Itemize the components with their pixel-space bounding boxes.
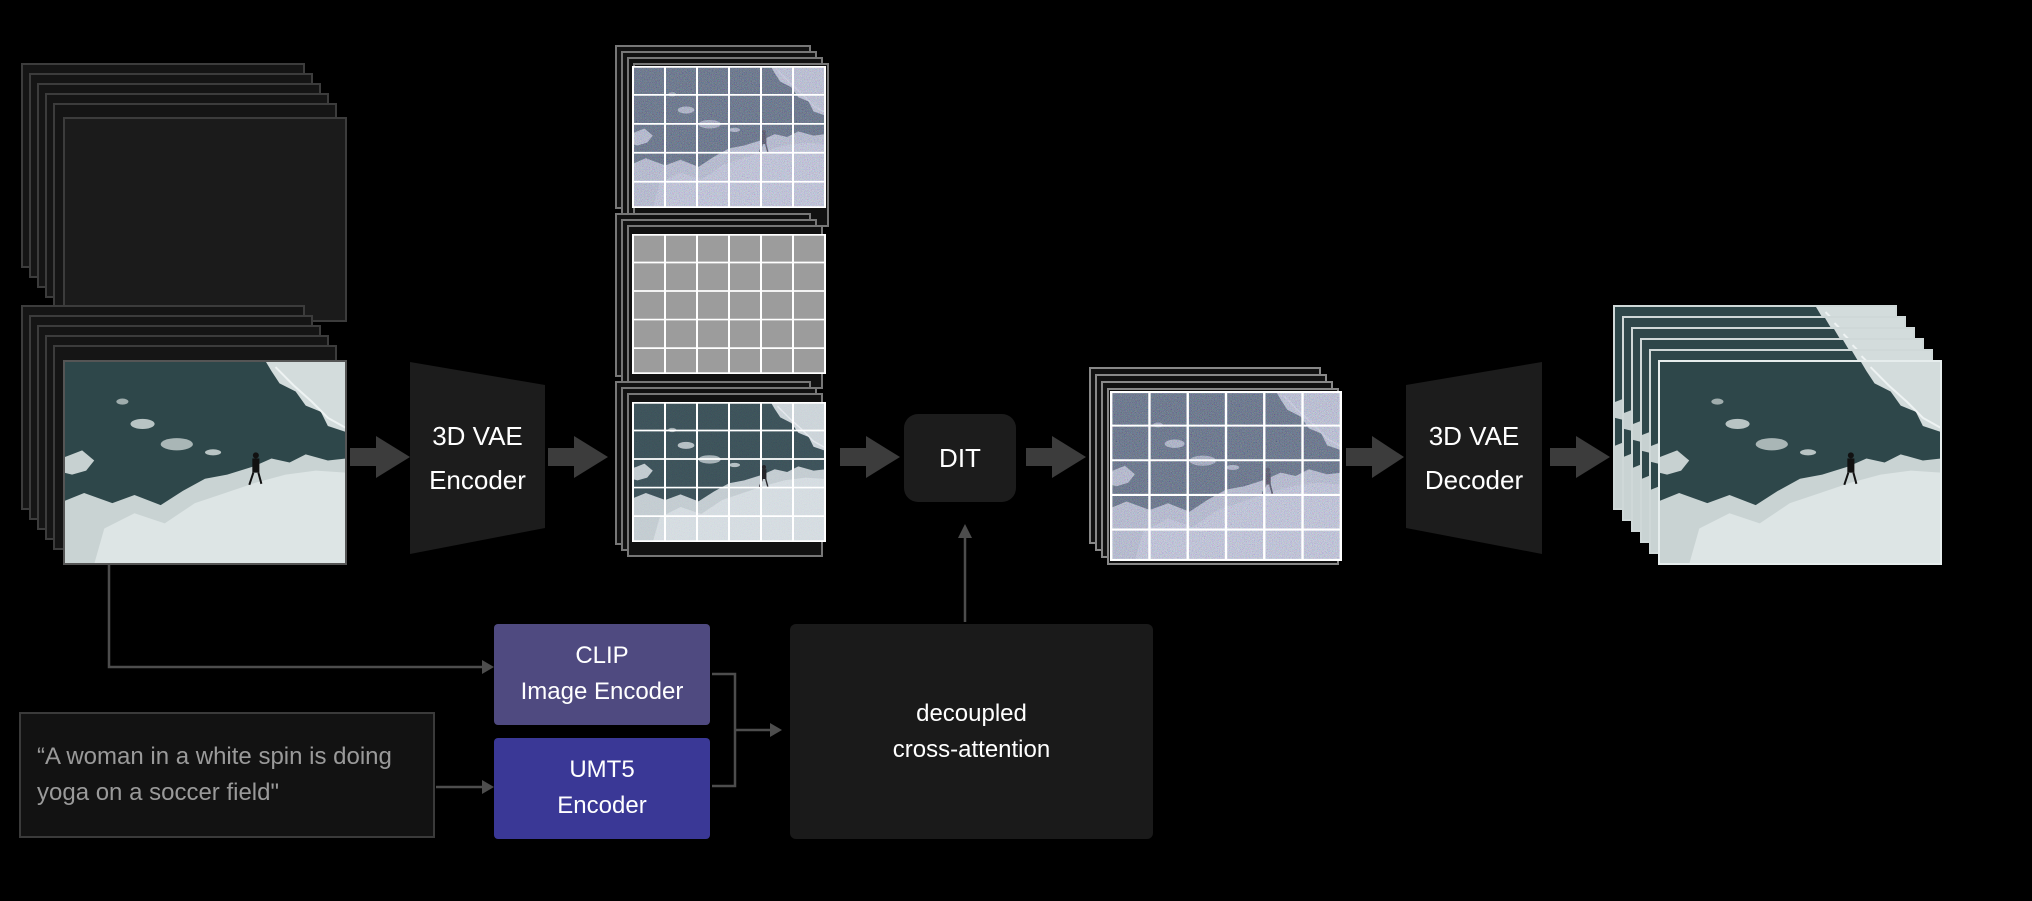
cross-attention-block xyxy=(790,624,1153,839)
masked-frames-stack xyxy=(21,63,347,322)
vae-decoder-label-line2: Decoder xyxy=(1424,465,1524,495)
clip-label-line2: Image Encoder xyxy=(520,678,684,705)
vae-decoder-block xyxy=(1406,362,1542,554)
vae-encoder-block xyxy=(410,362,545,554)
clip-block xyxy=(494,624,710,725)
vae-encoder-label: 3D VAE Encoder xyxy=(410,414,545,502)
image-latent-stack xyxy=(615,381,826,557)
arrow-decoder-to-output xyxy=(1550,436,1610,478)
vae-decoder-label: 3D VAE Decoder xyxy=(1406,414,1542,502)
vae-encoder-label-line2: Encoder xyxy=(429,465,526,495)
clip-label: CLIP Image Encoder xyxy=(494,638,710,710)
arrow-dit-to-output-latent xyxy=(1026,436,1086,478)
connector-encoders-head xyxy=(770,723,782,737)
clip-label-line1: CLIP xyxy=(575,642,629,669)
umt5-label-line1: UMT5 xyxy=(569,756,635,783)
connector-image-to-clip xyxy=(107,565,484,669)
mask-latent-stack xyxy=(615,213,826,389)
arrow-latent-to-decoder xyxy=(1346,436,1404,478)
cross-attention-label-line2: cross-attention xyxy=(892,736,1051,763)
dit-label-text: DIT xyxy=(939,443,981,473)
connector-image-to-clip-head xyxy=(482,660,494,674)
arrow-encoder-to-latents xyxy=(548,436,608,478)
prompt-text-line1: “A woman in a white spin is doing xyxy=(37,743,392,770)
connector-encoders-to-cross-attention xyxy=(712,672,772,788)
prompt-text: “A woman in a white spin is doing yoga o… xyxy=(37,739,427,811)
connector-cross-attention-head xyxy=(958,524,972,538)
vae-encoder-label-line1: 3D VAE xyxy=(432,421,523,451)
vae-decoder-label-line1: 3D VAE xyxy=(1428,421,1520,451)
input-image-stack xyxy=(21,305,347,565)
dit-label: DIT xyxy=(904,440,1016,476)
umt5-label-line2: Encoder xyxy=(557,792,647,819)
connector-prompt-to-umt5-head xyxy=(482,780,494,794)
arrow-input-to-encoder xyxy=(350,436,410,478)
arrow-latents-to-dit xyxy=(840,436,900,478)
noisy-latent-stack xyxy=(615,45,829,227)
dit-block xyxy=(904,414,1016,502)
cross-attention-label-line1: decoupled xyxy=(916,700,1027,727)
input-image xyxy=(63,360,347,565)
prompt-text-line2: yoga on a soccer field" xyxy=(37,779,279,806)
output-video-stack xyxy=(1613,305,1942,565)
prompt-box xyxy=(19,712,435,838)
cross-attention-label: decoupled cross-attention xyxy=(790,696,1153,768)
output-latent-stack xyxy=(1089,367,1342,565)
umt5-label: UMT5 Encoder xyxy=(494,752,710,824)
umt5-block xyxy=(494,738,710,839)
